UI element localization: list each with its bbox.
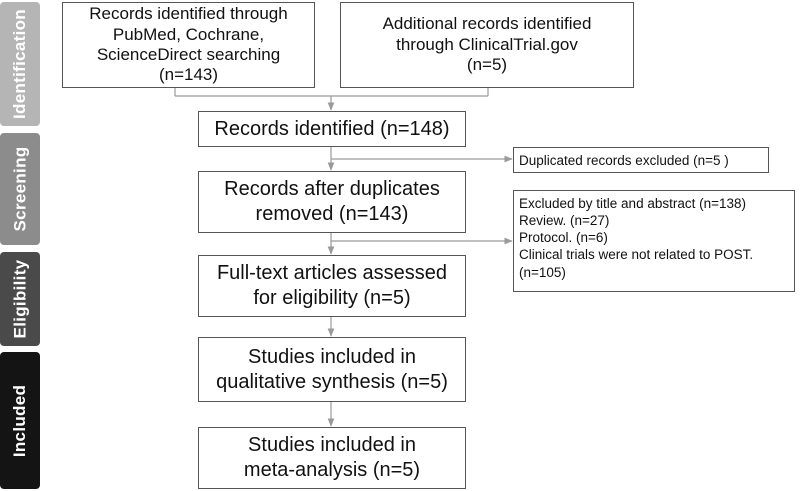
duplicates-excluded-box: Duplicated records excluded (n=5 ): [513, 147, 769, 173]
qualitative-line-1: Studies included in: [248, 345, 416, 368]
meta-analysis-line-2: meta-analysis (n=5): [243, 459, 421, 481]
additional-records-line-3: (n=5): [466, 55, 508, 75]
phase-included: Included: [0, 352, 40, 489]
full-text-box: Full-text articles assessed for eligibil…: [198, 255, 466, 317]
title-abstract-line-2: Review. (n=27): [519, 213, 610, 229]
title-abstract-line-1: Excluded by title and abstract (n=138): [519, 196, 747, 211]
phase-screening-label: Screening: [10, 146, 29, 232]
phase-identification: Identification: [0, 2, 40, 126]
title-abstract-line-5: (n=105): [519, 264, 566, 280]
after-duplicates-box: Records after duplicates removed (n=143): [198, 171, 466, 233]
qualitative-synthesis-box: Studies included in qualitative synthesi…: [198, 337, 466, 402]
after-duplicates-line-2: removed (n=143): [255, 203, 409, 225]
database-search-line-3: ScienceDirect searching: [96, 45, 281, 64]
title-abstract-excluded-box: Excluded by title and abstract (n=138) R…: [513, 190, 795, 292]
qualitative-line-2: qualitative synthesis (n=5): [216, 370, 448, 393]
database-search-line-1: Records identified through: [89, 4, 288, 24]
records-identified-box: Records identified (n=148): [198, 111, 466, 147]
full-text-line-2: for eligibility (n=5): [253, 287, 411, 309]
phase-screening: Screening: [0, 133, 40, 245]
phase-eligibility: Eligibility: [0, 252, 40, 346]
database-search-line-2: PubMed, Cochrane,: [112, 24, 265, 44]
after-duplicates-line-1: Records after duplicates: [224, 178, 440, 200]
phase-eligibility-label: Eligibility: [10, 259, 29, 339]
meta-analysis-line-1: Studies included in: [248, 434, 416, 456]
title-abstract-line-4: Clinical trials were not related to POST…: [519, 247, 754, 263]
database-search-line-4: (n=143): [158, 65, 219, 85]
additional-records-line-2: through ClinicalTrial.gov: [396, 34, 578, 54]
phase-included-label: Included: [10, 384, 30, 457]
records-identified-line-1: Records identified (n=148): [214, 117, 450, 140]
database-search-box: Records identified through PubMed, Cochr…: [62, 2, 315, 88]
duplicates-excluded-line-1: Duplicated records excluded (n=5 ): [519, 153, 729, 168]
additional-records-box: Additional records identified through Cl…: [340, 2, 634, 88]
additional-records-line-1: Additional records identified: [382, 14, 592, 34]
phase-identification-label: Identification: [10, 9, 30, 119]
meta-analysis-box: Studies included in meta-analysis (n=5): [198, 427, 466, 489]
full-text-line-1: Full-text articles assessed: [216, 262, 448, 284]
title-abstract-line-3: Protocol. (n=6): [519, 230, 608, 246]
